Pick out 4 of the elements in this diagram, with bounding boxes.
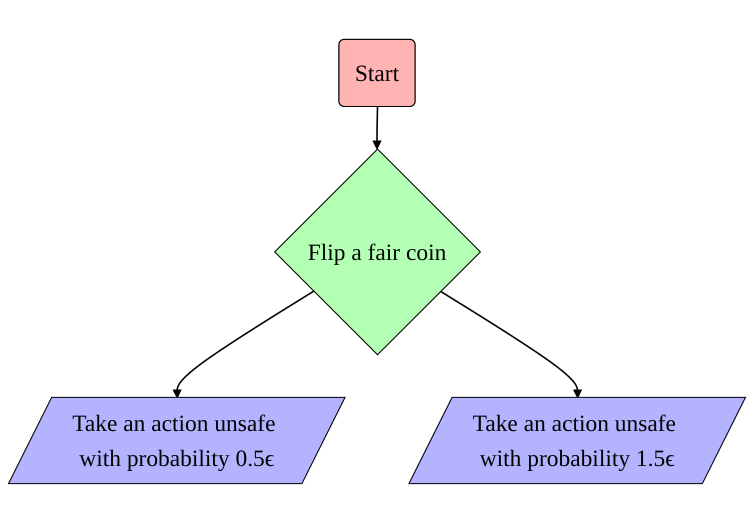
arrow	[372, 106, 382, 150]
arrow	[440, 290, 582, 398]
node-diamond: Flip a fair coin	[274, 148, 482, 356]
arrow	[172, 290, 314, 398]
